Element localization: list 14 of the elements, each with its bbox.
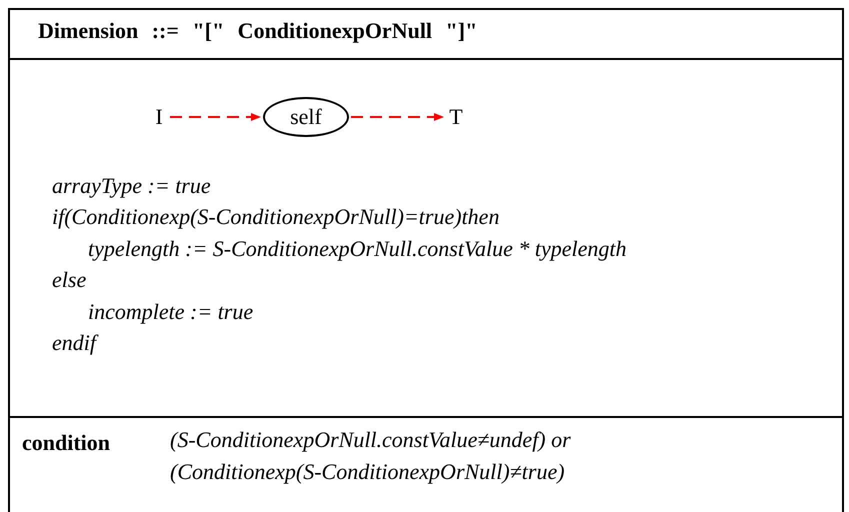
condition-text: (S-ConditionexpOrNull.constValue≠undef) or (Conditionexp(S-ConditionexpOrNull)≠true): [170, 426, 572, 486]
code-line: typelength := S-ConditionexpOrNull.constValue * typelength: [88, 238, 626, 260]
node-label: I: [150, 100, 168, 134]
code-line: else: [52, 269, 86, 291]
code-line: if(Conditionexp(S-ConditionexpOrNull)=true)then: [52, 206, 500, 228]
node-label: T: [446, 100, 466, 134]
condition-keyword: condition: [22, 432, 110, 454]
dashed-arrow: [351, 113, 444, 121]
code-line: endif: [52, 332, 96, 354]
code-line: arrayType := true: [52, 175, 211, 197]
rule-heading: Dimension ::= "[" ConditionexpOrNull "]": [38, 20, 478, 42]
ellipse-node: self: [263, 97, 349, 137]
dashed-arrow: [170, 113, 261, 121]
code-line: incomplete := true: [88, 301, 254, 323]
